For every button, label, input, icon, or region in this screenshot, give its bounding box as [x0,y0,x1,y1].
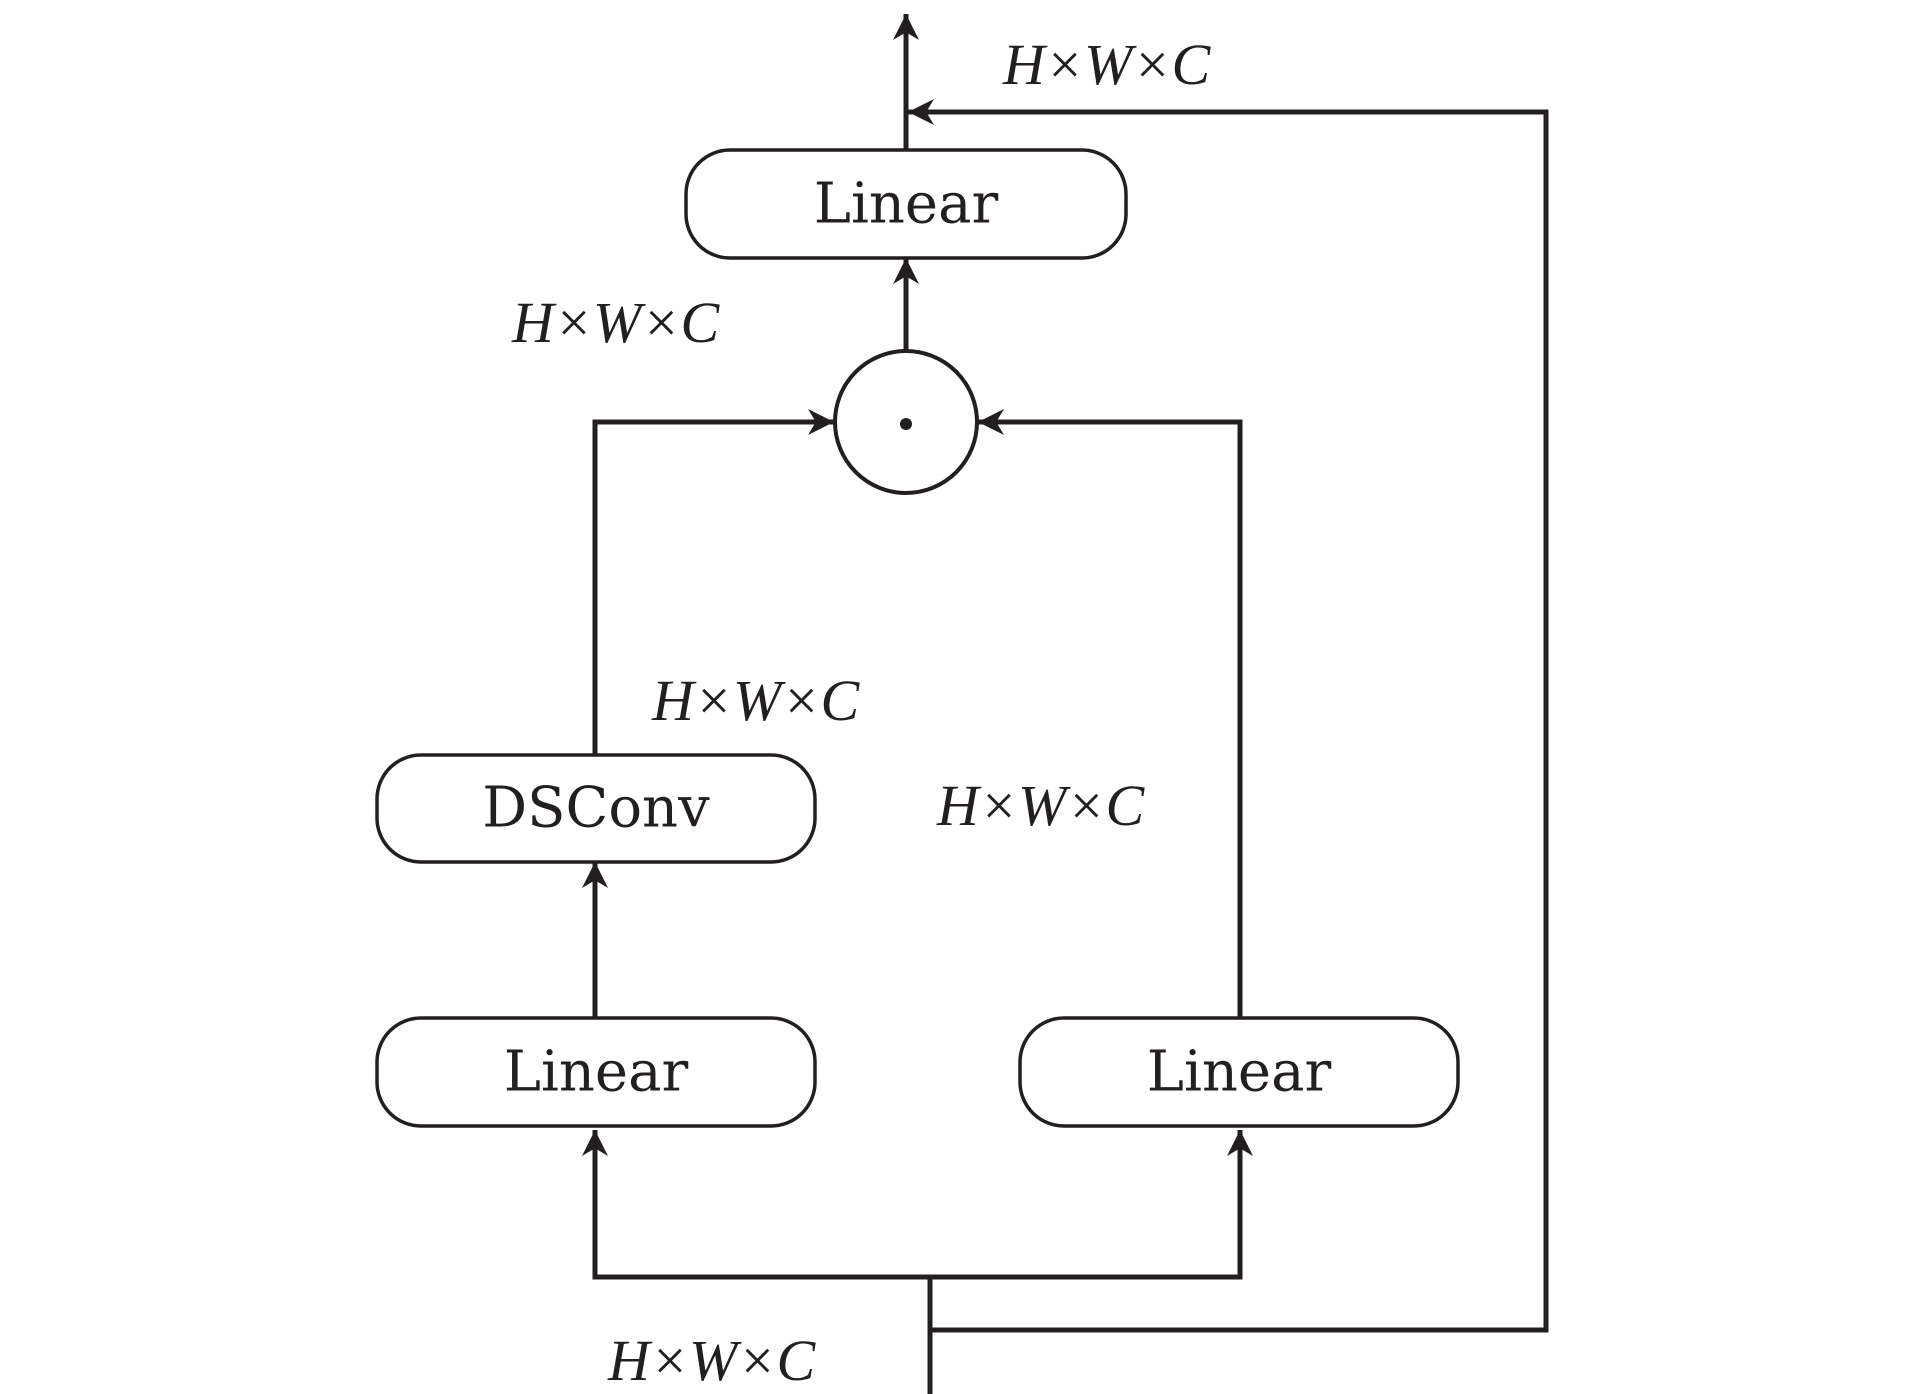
dsconv-box [375,753,817,864]
right-linear-to-multiply-arrow [978,409,1243,1018]
dim-label-right-branch: H×W×C [936,773,1145,838]
dim-label-after-dsconv: H×W×C [651,668,860,733]
dimension-labels: H×W×C H×W×C H×W×C H×W×C H×W×C [511,32,1211,1393]
linear-left-box [375,1016,817,1128]
dsconv-node: DSConv [375,753,817,864]
dim-label-output: H×W×C [1002,32,1211,97]
linear-top-label: Linear [814,172,999,237]
split-to-left-linear-arrow [582,1130,930,1280]
linear-top-node: Linear [684,148,1128,260]
linear-left-node: Linear [375,1016,817,1128]
linear-top-box [684,148,1128,260]
linear-right-label: Linear [1147,1040,1332,1105]
dim-label-input: H×W×C [607,1328,816,1393]
multiply-dot-icon [900,418,912,430]
dim-label-before-top-linear: H×W×C [511,290,720,355]
dsconv-to-multiply-arrow [592,409,834,755]
multiply-operator [833,349,979,495]
linear-right-node: Linear [1018,1016,1460,1128]
linear-right-box [1018,1016,1460,1128]
split-to-right-linear-arrow [930,1130,1253,1280]
linear-left-label: Linear [504,1040,689,1105]
residual-connection-arrow [908,99,1549,1333]
dsconv-label: DSConv [482,776,710,841]
connections [582,14,1549,1394]
